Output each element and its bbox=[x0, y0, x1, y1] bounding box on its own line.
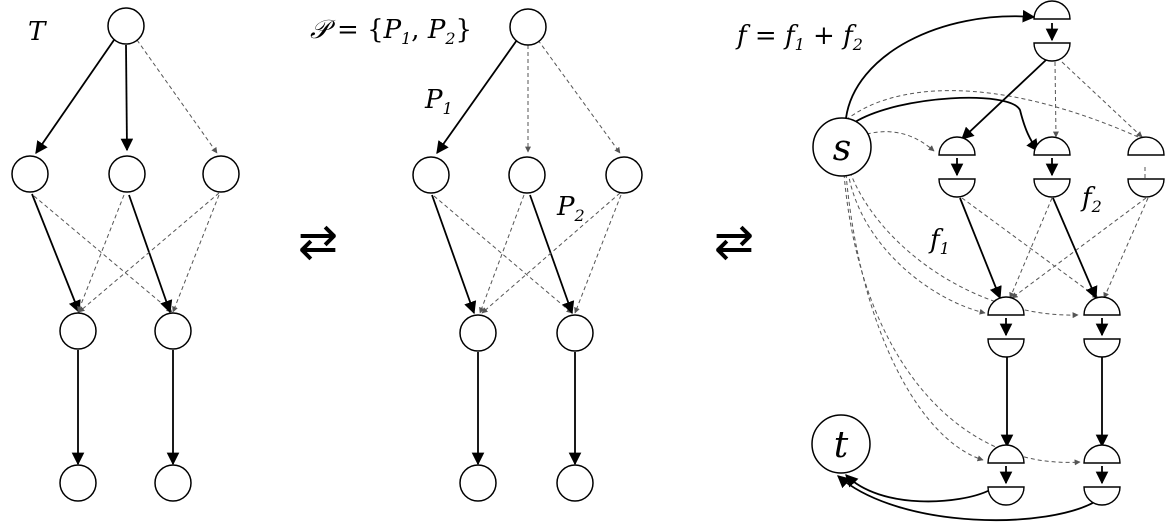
flow-edge-dashed bbox=[1011, 197, 1147, 299]
gadget bbox=[1033, 136, 1071, 198]
path-edge bbox=[431, 194, 477, 315]
panel-tree: T bbox=[11, 7, 240, 502]
sink-node bbox=[811, 414, 871, 474]
path-node-leaf bbox=[556, 464, 594, 502]
tree-node bbox=[108, 155, 146, 193]
tree-node-root bbox=[107, 7, 145, 45]
flow-edge-dashed bbox=[1009, 197, 1053, 299]
flow-edge bbox=[1052, 197, 1098, 300]
tree-node bbox=[59, 312, 97, 350]
flow-edge-dashed bbox=[961, 197, 1099, 299]
source-node bbox=[812, 117, 872, 177]
tree-edge bbox=[35, 39, 115, 155]
flow-label-f1: f1 bbox=[928, 225, 950, 258]
flow-edge-dashed bbox=[847, 171, 986, 315]
path-edge-dashed bbox=[574, 194, 622, 314]
path-edge-dashed bbox=[481, 192, 621, 314]
tree-node-leaf bbox=[59, 464, 97, 502]
flow-edge-dashed bbox=[1103, 197, 1149, 299]
flow-edge bbox=[837, 475, 1099, 522]
tree-label: T bbox=[28, 17, 47, 47]
path-node bbox=[459, 314, 497, 352]
flow-edge-dashed bbox=[845, 173, 984, 462]
flow-edge-dashed bbox=[1052, 61, 1059, 138]
flow-edge bbox=[854, 96, 1039, 153]
tree-edge bbox=[31, 193, 81, 314]
tree-edge-dashed bbox=[78, 192, 220, 313]
flow-edge-dashed bbox=[845, 90, 1146, 141]
gadget bbox=[987, 444, 1025, 506]
tree-edge bbox=[128, 194, 173, 314]
gadget bbox=[987, 296, 1025, 358]
panel-flow: f = f1 + f2 f1 f2 bbox=[735, 0, 1165, 522]
tree-edge-dashed bbox=[77, 194, 125, 313]
tree-node-leaf bbox=[154, 464, 192, 502]
path-node-root bbox=[509, 8, 547, 46]
path-edge bbox=[529, 194, 575, 315]
flow-edge bbox=[845, 9, 1036, 119]
path-node-leaf bbox=[459, 464, 497, 502]
panel-paths: 𝒫 = {P1, P2} P1 P2 bbox=[310, 8, 643, 502]
flow-label-f2: f2 bbox=[1080, 183, 1102, 216]
path-node bbox=[605, 156, 643, 194]
path-edge-dashed bbox=[537, 39, 621, 154]
path-node bbox=[508, 156, 546, 194]
gadget-top bbox=[1033, 0, 1071, 62]
flow-edge bbox=[845, 474, 991, 503]
equivalence-arrows-left: ⇄ bbox=[298, 214, 338, 270]
tree-edge-dashed bbox=[136, 39, 218, 154]
path-edge-dashed bbox=[433, 195, 573, 314]
gadget bbox=[1083, 444, 1121, 506]
flow-edge-dashed bbox=[849, 171, 1079, 319]
path-edge bbox=[436, 39, 518, 155]
flow-edge bbox=[959, 197, 1002, 300]
equivalence-arrows-right: ⇄ bbox=[714, 214, 754, 270]
path-label-p1: P1 bbox=[424, 85, 453, 118]
path-node bbox=[556, 314, 594, 352]
tree-node bbox=[11, 155, 49, 193]
flow-edge bbox=[961, 59, 1047, 140]
path-label-p2: P2 bbox=[556, 192, 585, 225]
tree-node bbox=[154, 312, 192, 350]
tree-node bbox=[202, 155, 240, 193]
flow-equation: f = f1 + f2 bbox=[735, 21, 863, 54]
tree-edge-dashed bbox=[33, 195, 173, 313]
source-label: s bbox=[833, 128, 851, 169]
tree-edge bbox=[120, 44, 134, 152]
gadget bbox=[1127, 136, 1165, 198]
gadget bbox=[1083, 296, 1121, 358]
gadget bbox=[938, 136, 976, 198]
flow-edge-dashed bbox=[843, 173, 1081, 466]
path-node bbox=[412, 156, 450, 194]
sink-label: t bbox=[834, 425, 849, 466]
path-set-label: 𝒫 = {P1, P2} bbox=[310, 15, 472, 48]
flow-edge-dashed bbox=[1061, 61, 1143, 138]
